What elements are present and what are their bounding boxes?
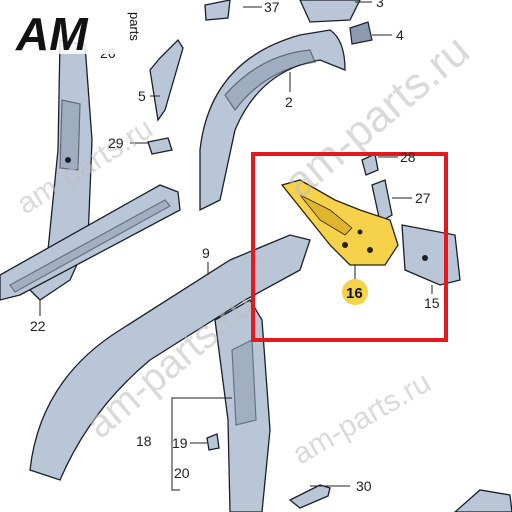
highlight-frame — [251, 152, 448, 342]
watermark-text: am-parts.ru — [287, 366, 436, 471]
top-strip-parts — [204, 0, 373, 45]
part-29-clip — [147, 137, 173, 155]
label-15: 15 — [424, 295, 440, 311]
label-16-badge — [342, 279, 368, 305]
logo-sub: parts — [127, 12, 142, 41]
part-16-highlighted — [280, 179, 399, 266]
leader-lines — [39, 1, 433, 491]
label-9: 9 — [202, 245, 210, 261]
label-30: 30 — [356, 478, 372, 494]
part-27-plate — [371, 179, 393, 224]
sill-part-22 — [0, 184, 181, 301]
label-37: 37 — [264, 0, 280, 15]
label-18: 18 — [136, 433, 152, 449]
label-19: 19 — [172, 435, 188, 451]
label-3: 3 — [376, 0, 384, 10]
bottom-right-part — [454, 489, 512, 512]
label-20: 20 — [174, 465, 190, 481]
label-22: 22 — [30, 318, 46, 334]
label-5: 5 — [138, 88, 146, 104]
label-2: 2 — [285, 94, 293, 110]
label-4: 4 — [396, 27, 404, 43]
roof-rail-part-9 — [29, 234, 311, 512]
label-29: 29 — [108, 135, 124, 151]
part-5-strip — [149, 38, 184, 122]
label-16: 16 — [346, 285, 363, 302]
part-19-clip — [206, 433, 220, 451]
part-30-bracket — [288, 484, 331, 509]
wheel-arch-part-2 — [199, 29, 346, 212]
am-parts-logo: AM parts — [14, 8, 142, 60]
logo-mark: AM — [15, 8, 89, 60]
part-15-panel — [401, 224, 461, 286]
label-28: 28 — [400, 149, 416, 165]
label-27: 27 — [415, 190, 431, 206]
